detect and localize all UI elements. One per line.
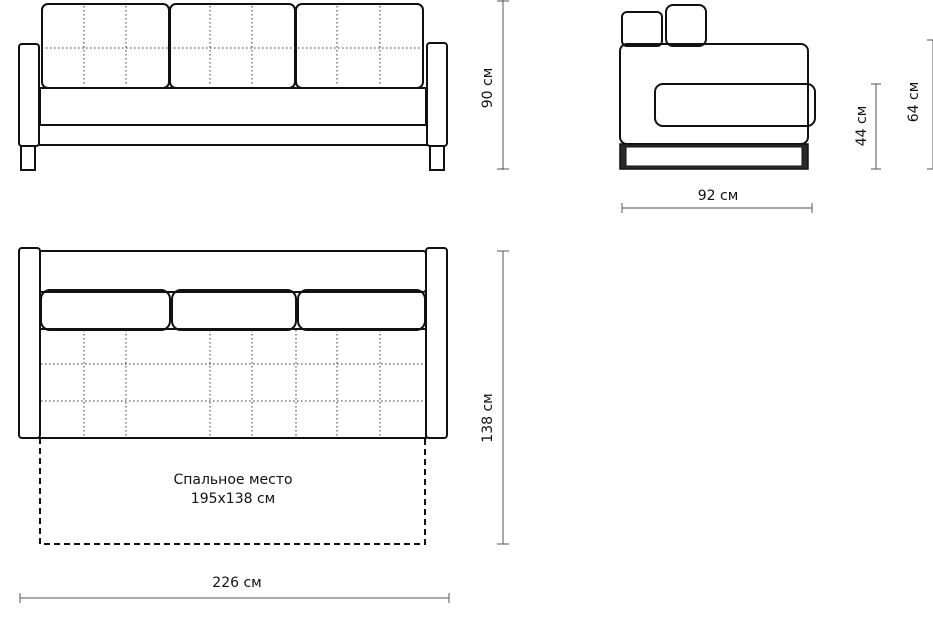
- side-arm-height-label: 64 см: [906, 82, 922, 123]
- front-arm-left: [18, 43, 40, 147]
- front-height-label: 90 см: [480, 68, 496, 109]
- side-view: 92 см 44 см 64 см: [619, 4, 933, 213]
- front-back-cushion-middle: [169, 3, 296, 89]
- top-back-cushion-left: [40, 289, 171, 331]
- top-view: Спальное место 195x138 см 138 см 226 см: [18, 247, 509, 603]
- front-tufting: [42, 6, 423, 86]
- side-depth-label: 92 см: [698, 188, 739, 204]
- front-leg-left: [20, 145, 36, 171]
- side-back-left: [621, 11, 663, 47]
- front-arm-right: [426, 42, 448, 147]
- front-frame: [37, 124, 429, 146]
- side-seat-height-label: 44 см: [854, 106, 870, 147]
- top-back-cushion-middle: [171, 289, 297, 331]
- sleeping-area-title: Спальное место: [173, 472, 292, 488]
- top-backrest: [38, 250, 427, 293]
- top-arm-right: [425, 247, 448, 439]
- side-back-right: [665, 4, 707, 47]
- sleeping-area-outline: [39, 438, 426, 545]
- side-arm-profile: [654, 83, 816, 127]
- top-tufting: [41, 330, 424, 437]
- top-back-cushion-right: [297, 289, 426, 331]
- top-width-label: 226 см: [212, 575, 261, 591]
- front-back-cushion-left: [41, 3, 170, 89]
- top-depth-label: 138 см: [480, 393, 496, 442]
- front-back-cushion-right: [295, 3, 424, 89]
- front-seat: [39, 87, 427, 126]
- top-arm-left: [18, 247, 41, 439]
- side-body: [619, 43, 809, 145]
- top-seat: [38, 328, 427, 439]
- front-leg-right: [429, 145, 445, 171]
- sleeping-area-size: 195x138 см: [191, 491, 275, 507]
- front-view: 90 см: [18, 0, 509, 171]
